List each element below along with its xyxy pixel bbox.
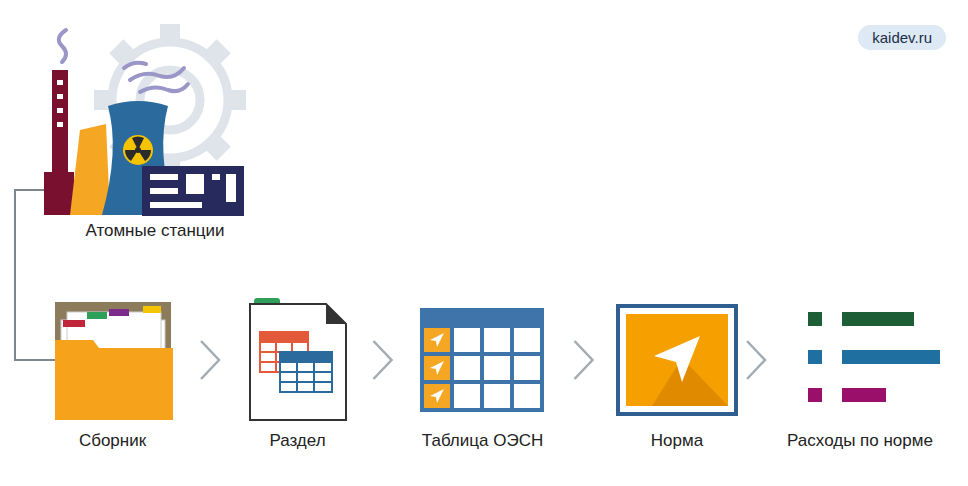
watermark: kaidev.ru — [858, 25, 946, 50]
node-icon — [45, 298, 180, 430]
chevron-arrow — [747, 341, 765, 379]
connector-line — [15, 190, 55, 360]
nuclear-plant: Атомные станции — [36, 20, 274, 242]
node-label: Норма — [608, 430, 746, 452]
node-label: Атомные станции — [36, 220, 274, 242]
node-icon — [612, 298, 742, 430]
node-label: Сборник — [41, 430, 184, 452]
node-icon — [770, 298, 950, 430]
node-icon — [40, 20, 270, 220]
table-grid: Таблица ОЭСН — [406, 298, 559, 452]
chevron-arrow — [374, 341, 392, 379]
collection-folder: Сборник — [41, 298, 184, 452]
node-label: Расходы по норме — [766, 430, 954, 452]
chevron-arrow — [201, 341, 219, 379]
node-icon — [410, 298, 555, 430]
node-label: Раздел — [236, 430, 359, 452]
norm-icon: Норма — [608, 298, 746, 452]
chevron-arrow — [575, 341, 593, 379]
node-icon — [240, 298, 355, 430]
expenses-list: Расходы по норме — [766, 298, 954, 452]
node-label: Таблица ОЭСН — [406, 430, 559, 452]
section-document: Раздел — [236, 298, 359, 452]
